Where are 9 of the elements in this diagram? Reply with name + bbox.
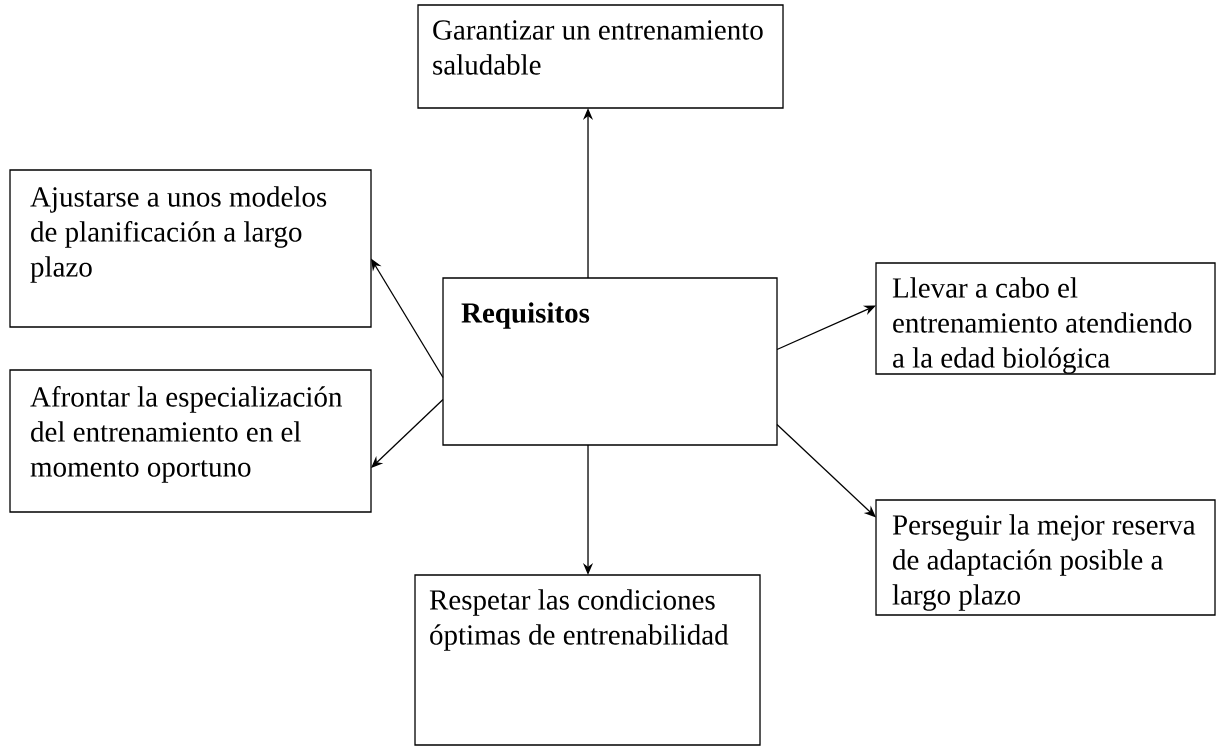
text-box: Respetar las condiciones óptimas de entrenabilidad	[414, 574, 761, 746]
text-box: Ajustarse a unos modelos de planificación a largo plazo	[9, 169, 372, 328]
text-box: Garantizar un entrenamiento saludable	[417, 4, 784, 109]
arrow	[776, 305, 876, 351]
text-box: Afrontar la especialización del entrenamiento en el momento oportuno	[9, 369, 372, 513]
text-box: Llevar a cabo el entrenamiento atendiendo a la edad biológica	[875, 262, 1216, 375]
text-box: Requisitos	[442, 277, 778, 446]
text-box: Perseguir la mejor reserva de adaptación posible a largo plazo	[875, 499, 1216, 616]
arrow	[371, 398, 444, 468]
